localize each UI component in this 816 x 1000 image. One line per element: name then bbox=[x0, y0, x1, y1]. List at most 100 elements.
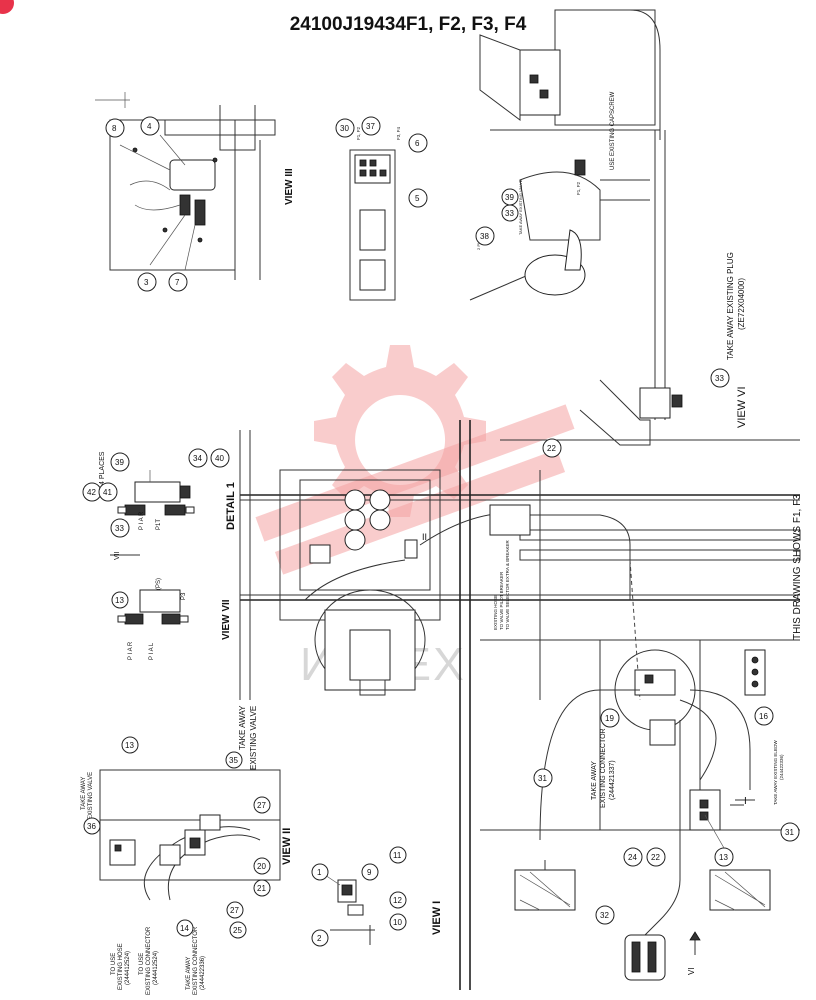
view-i-label: VIEW I bbox=[431, 901, 443, 935]
view-iii-drawing bbox=[95, 92, 276, 280]
svg-text:30: 30 bbox=[340, 124, 349, 133]
svg-text:34: 34 bbox=[193, 454, 202, 463]
callout-13-vii: 13 bbox=[111, 591, 129, 609]
svg-text:21: 21 bbox=[257, 884, 266, 893]
svg-text:TAKE AWAY EXISTING VALVE: TAKE AWAY EXISTING VALVE bbox=[518, 179, 523, 235]
svg-text:P1T: P1T bbox=[156, 519, 162, 530]
svg-text:9: 9 bbox=[367, 868, 372, 877]
svg-text:33: 33 bbox=[715, 374, 724, 383]
svg-text:11: 11 bbox=[393, 851, 402, 860]
callout-22-top: 22 bbox=[542, 438, 562, 458]
svg-text:13: 13 bbox=[719, 853, 728, 862]
callout-16: 16 bbox=[754, 706, 774, 726]
svg-text:TAKE AWAY: TAKE AWAY bbox=[238, 705, 247, 750]
svg-text:VII: VII bbox=[114, 551, 121, 560]
callout-5: 5 bbox=[408, 188, 428, 208]
svg-text:40: 40 bbox=[215, 454, 224, 463]
svg-text:39: 39 bbox=[115, 458, 124, 467]
callout-24: 24 bbox=[623, 847, 643, 867]
callout-33-top: 33 bbox=[501, 204, 519, 222]
svg-text:2: 2 bbox=[317, 934, 322, 943]
svg-text:24: 24 bbox=[628, 853, 637, 862]
callout-39: 39 bbox=[110, 452, 130, 472]
svg-text:5: 5 bbox=[415, 194, 420, 203]
svg-text:(244412524): (244412524) bbox=[125, 951, 131, 985]
svg-text:8: 8 bbox=[112, 124, 117, 133]
svg-text:20: 20 bbox=[257, 862, 266, 871]
svg-text:27: 27 bbox=[257, 801, 266, 810]
callout-1: 1 bbox=[311, 863, 329, 881]
callout-27-bot: 27 bbox=[226, 901, 244, 919]
corner-badge bbox=[0, 0, 14, 14]
callout-37: 37 bbox=[361, 116, 381, 136]
svg-text:EXISTING CONNECTOR: EXISTING CONNECTOR bbox=[600, 728, 607, 808]
svg-text:(PS): (PS) bbox=[156, 578, 162, 590]
callout-22: 22 bbox=[646, 847, 666, 867]
svg-text:25: 25 bbox=[233, 926, 242, 935]
callout-4: 4 bbox=[140, 116, 160, 136]
svg-text:12: 12 bbox=[393, 896, 402, 905]
svg-text:F1, F2: F1, F2 bbox=[356, 126, 361, 140]
svg-text:EXISTING HOSE: EXISTING HOSE bbox=[118, 943, 124, 990]
svg-text:P3: P3 bbox=[181, 592, 187, 600]
callout-11: 11 bbox=[389, 846, 407, 864]
svg-text:31: 31 bbox=[538, 774, 547, 783]
view-iii-label: VIEW III bbox=[284, 168, 295, 205]
svg-text:(244412524): (244412524) bbox=[153, 951, 159, 985]
svg-text:35: 35 bbox=[229, 756, 238, 765]
callout-6: 6 bbox=[408, 133, 428, 153]
svg-text:P I A R: P I A R bbox=[128, 641, 134, 660]
svg-text:3: 3 bbox=[144, 278, 149, 287]
callout-20: 20 bbox=[253, 857, 271, 875]
svg-text:22: 22 bbox=[547, 444, 556, 453]
svg-text:22: 22 bbox=[651, 853, 660, 862]
svg-text:(244422336): (244422336) bbox=[779, 754, 784, 780]
svg-text:I: I bbox=[744, 796, 747, 807]
view-vii-drawing bbox=[117, 589, 189, 625]
callout-38: 38 bbox=[475, 226, 495, 246]
callout-42: 42 bbox=[82, 482, 102, 502]
view-vii-label: VIEW VII bbox=[221, 599, 232, 640]
svg-text:41: 41 bbox=[103, 488, 112, 497]
svg-text:16: 16 bbox=[759, 712, 768, 721]
view-i-drawing bbox=[324, 874, 375, 945]
svg-text:10: 10 bbox=[393, 918, 402, 927]
main-chassis-drawing bbox=[239, 420, 801, 990]
callout-13-main: 13 bbox=[714, 847, 734, 867]
callout-21: 21 bbox=[253, 879, 271, 897]
valve-block-view: F1, F2 F3, F4 bbox=[349, 126, 401, 301]
callout-10: 10 bbox=[389, 913, 407, 931]
svg-text:EXISTING HOSE: EXISTING HOSE bbox=[493, 595, 498, 630]
note-take-away-plug: TAKE AWAY EXISTING PLUG bbox=[726, 252, 735, 360]
pedal-valve-drawing bbox=[514, 649, 771, 981]
svg-text:TAKE AWAY EXISTING ELBOW: TAKE AWAY EXISTING ELBOW bbox=[773, 740, 778, 805]
svg-text:7: 7 bbox=[175, 278, 180, 287]
callout-14: 14 bbox=[176, 919, 194, 937]
svg-text:P I A R: P I A R bbox=[139, 511, 145, 530]
watermark-bar-1 bbox=[255, 404, 575, 542]
callout-33: 33 bbox=[110, 518, 130, 538]
svg-text:13: 13 bbox=[125, 741, 134, 750]
callout-31-right: 31 bbox=[780, 822, 800, 842]
note-drawing-shows: THIS DRAWING SHOWS F1, F3 bbox=[792, 494, 803, 640]
svg-text:II: II bbox=[422, 532, 427, 542]
callout-40: 40 bbox=[210, 448, 230, 468]
svg-text:TO USE: TO USE bbox=[111, 953, 117, 975]
callout-33-vi: 33 bbox=[710, 368, 730, 388]
svg-text:27: 27 bbox=[230, 906, 239, 915]
svg-text:31: 31 bbox=[785, 828, 794, 837]
svg-text:(244421337): (244421337) bbox=[609, 760, 616, 800]
svg-text:P I A L: P I A L bbox=[149, 642, 155, 660]
callout-7: 7 bbox=[168, 272, 188, 292]
callout-35: 35 bbox=[225, 751, 243, 769]
view-vi-label: VIEW VI bbox=[736, 386, 748, 428]
svg-text:33: 33 bbox=[505, 209, 514, 218]
callout-19: 19 bbox=[600, 708, 620, 728]
svg-text:37: 37 bbox=[366, 122, 375, 131]
svg-text:TAKE AWAY: TAKE AWAY bbox=[81, 777, 87, 810]
svg-text:TO USE: TO USE bbox=[139, 953, 145, 975]
svg-text:4 PLACES: 4 PLACES bbox=[99, 451, 106, 485]
callout-41: 41 bbox=[98, 482, 118, 502]
svg-text:42: 42 bbox=[87, 488, 96, 497]
